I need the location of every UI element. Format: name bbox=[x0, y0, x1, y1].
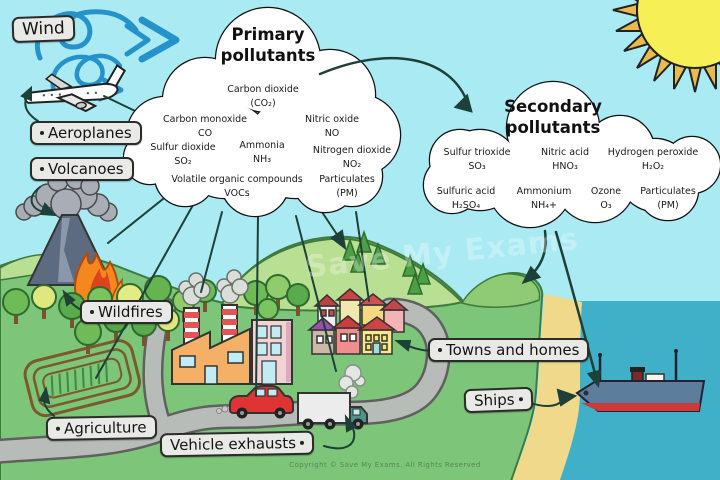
pollutant-particulates-secondary: Particulates(PM) bbox=[640, 186, 696, 211]
pollutant-source-lines bbox=[95, 95, 370, 397]
bullet-dot bbox=[40, 167, 44, 171]
arrow-primary-to-secondary bbox=[318, 56, 473, 113]
agriculture-field-icon bbox=[23, 339, 141, 418]
secondary-cloud-shape bbox=[422, 80, 720, 229]
bullet-dot bbox=[40, 131, 44, 135]
truck-icon bbox=[297, 364, 368, 430]
secondary-cloud-title: Secondary pollutants bbox=[504, 97, 602, 138]
volcanoes-label: Volcanoes bbox=[30, 157, 134, 181]
wildfires-label: Wildfires bbox=[80, 300, 173, 324]
towns-and-homes-label: Towns and homes bbox=[428, 338, 590, 362]
pollutant-carbon-dioxide: Carbon dioxide(CO₂) bbox=[227, 84, 299, 109]
label-arrows bbox=[20, 85, 578, 450]
ships-label: Ships bbox=[463, 386, 533, 414]
bullet-dot bbox=[299, 440, 305, 445]
bullet-dot bbox=[90, 310, 94, 314]
factory-icon bbox=[171, 269, 293, 385]
houses-icon bbox=[306, 288, 410, 355]
bullet-dot bbox=[55, 426, 61, 431]
copyright-text: Copyright © Save My Exams. All Rights Re… bbox=[289, 461, 481, 469]
ship-icon bbox=[575, 349, 706, 412]
wind-label: Wind bbox=[11, 14, 76, 44]
car-icon bbox=[216, 385, 294, 419]
aeroplanes-label: Aeroplanes bbox=[30, 121, 142, 145]
bullet-dot bbox=[438, 348, 442, 352]
vehicle-exhausts-label: Vehicle exhausts bbox=[159, 430, 315, 458]
secondary-deposition-arrows bbox=[521, 229, 602, 388]
pollutant-particulates-primary: Particulates(PM) bbox=[319, 174, 375, 199]
primary-cloud-shape bbox=[122, 6, 402, 218]
primary-cloud-title: Primary pollutants bbox=[220, 25, 316, 66]
bullet-dot bbox=[518, 397, 523, 402]
agriculture-label: Agriculture bbox=[45, 415, 157, 441]
sun-icon bbox=[612, 0, 720, 93]
